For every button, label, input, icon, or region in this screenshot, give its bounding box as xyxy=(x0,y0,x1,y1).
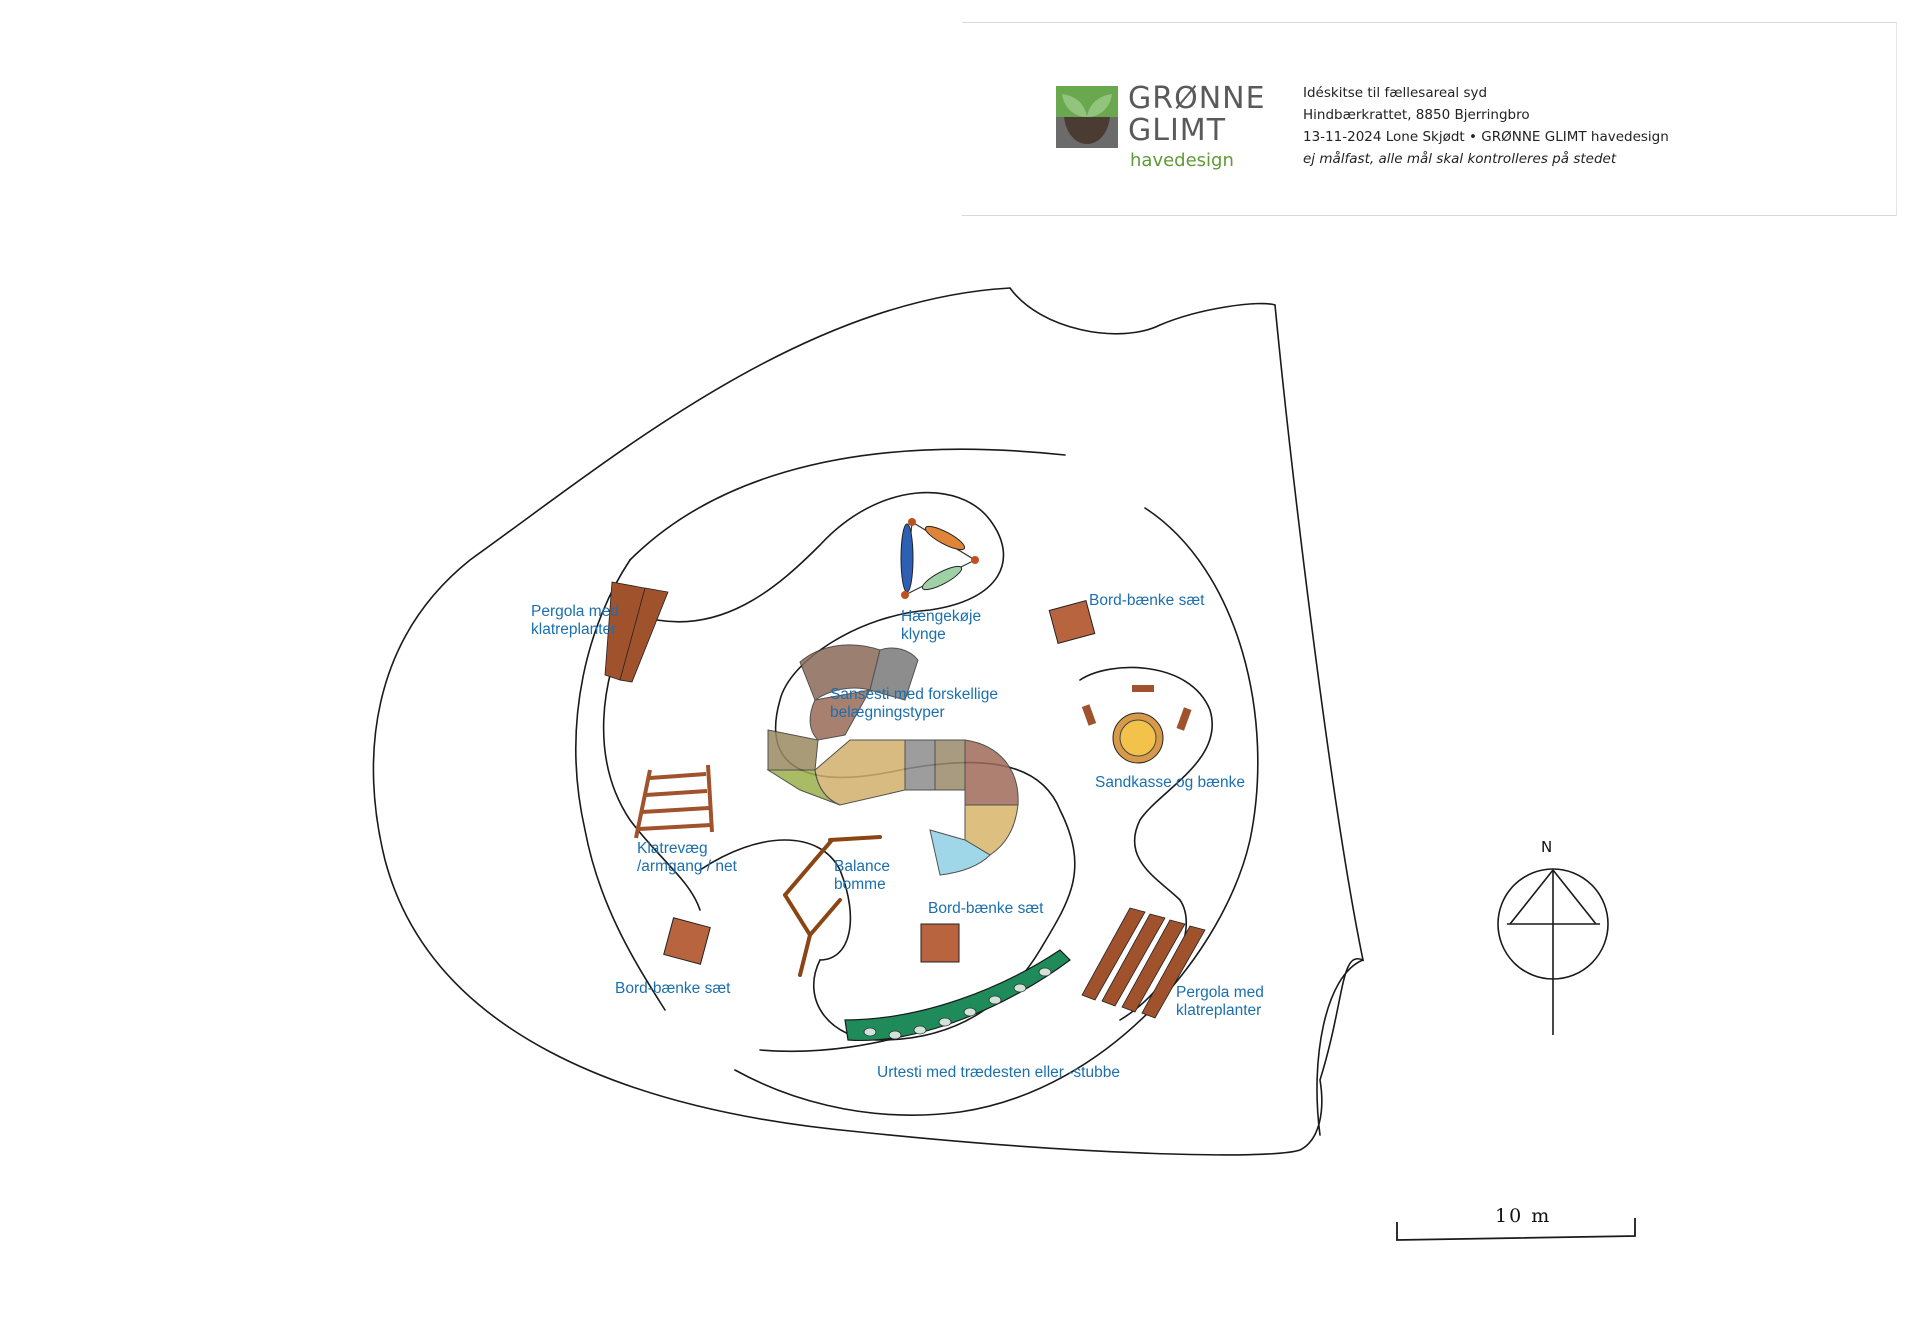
sandbox-icon xyxy=(1081,685,1192,764)
sensory-segment xyxy=(934,739,966,791)
east-notch xyxy=(1316,959,1364,1136)
label-sandkasse: Sandkasse og bænke xyxy=(1095,774,1245,791)
label-pergola-east: Pergola med klatreplanter xyxy=(1176,984,1264,1019)
sensory-segment xyxy=(869,647,919,701)
outer-ring-west xyxy=(575,559,666,1011)
hammock-icon xyxy=(900,518,979,599)
table-center xyxy=(920,923,960,963)
title-info: Idéskitse til fællesareal syd Hindbærkra… xyxy=(1303,82,1669,170)
stepping-stones xyxy=(863,967,1052,1040)
brand-line-1: GRØNNE xyxy=(1128,81,1266,116)
label-pergola-west: Pergola med klatreplanter xyxy=(531,603,619,638)
pergola-east xyxy=(1081,907,1206,1019)
site-boundary xyxy=(372,287,1365,1156)
label-sansesti: Sansesti med forskellige belægningstyper xyxy=(830,686,998,721)
climbing-wall xyxy=(634,764,714,839)
sensory-segment xyxy=(929,829,991,876)
outer-ring xyxy=(734,507,1259,1116)
scale-bar-icon xyxy=(1396,1218,1636,1241)
outer-ring-north xyxy=(629,448,1066,561)
sensory-segment xyxy=(904,739,936,791)
brand-subtitle: havedesign xyxy=(1130,150,1234,171)
balance-beams xyxy=(783,835,882,977)
sensory-segment xyxy=(964,739,1019,806)
brand-line-2: GLIMT xyxy=(1128,113,1227,148)
info-title: Idéskitse til fællesareal syd xyxy=(1303,85,1488,101)
label-bord-center: Bord-bænke sæt xyxy=(928,900,1044,917)
scale-label: 10 m xyxy=(1495,1205,1552,1227)
sensory-segment xyxy=(814,739,906,806)
label-haengekoje: Hængekøje klynge xyxy=(901,608,982,643)
brand-name: GRØNNE GLIMT xyxy=(1128,83,1266,147)
label-balance: Balance bomme xyxy=(834,858,891,893)
pergola-west xyxy=(604,581,669,683)
logo-icon xyxy=(1056,86,1118,148)
sensory-segment xyxy=(767,729,819,771)
table-sw xyxy=(663,917,711,965)
info-date-author: 13-11-2024 Lone Skjødt • GRØNNE GLIMT ha… xyxy=(1303,129,1669,145)
label-bord-sw: Bord-bænke sæt xyxy=(615,980,731,997)
table-north xyxy=(1048,600,1096,644)
herb-path xyxy=(844,949,1071,1042)
label-bord-north: Bord-bænke sæt xyxy=(1089,592,1205,609)
sensory-segment xyxy=(809,689,871,741)
sensory-path xyxy=(766,644,1019,876)
info-disclaimer: ej målfast, alle mål skal kontrolleres p… xyxy=(1303,151,1617,167)
label-klatrevaeg: Klatrevæg /armgang / net xyxy=(637,840,737,875)
info-address: Hindbærkrattet, 8850 Bjerringbro xyxy=(1303,107,1530,123)
label-urtesti: Urtesti med trædesten eller -stubbe xyxy=(877,1064,1120,1081)
north-label: N xyxy=(1541,838,1553,856)
compass-icon xyxy=(1497,868,1609,1035)
